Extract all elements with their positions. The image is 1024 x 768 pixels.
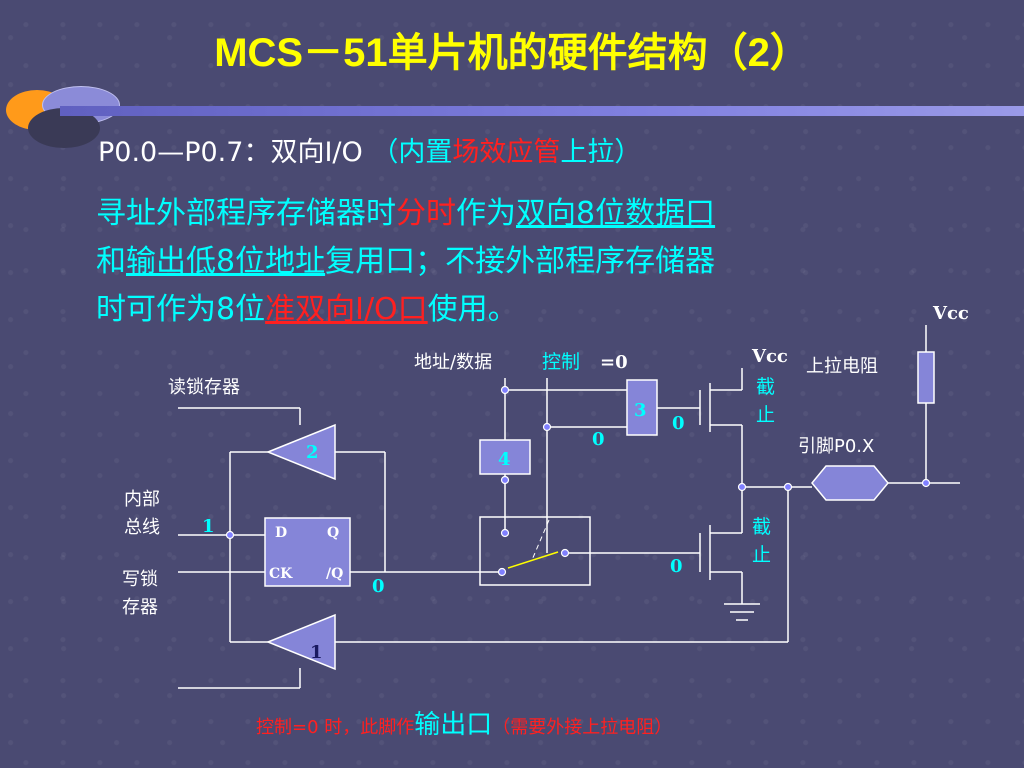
paragraph-line-1: 寻址外部程序存储器时分时作为双向8位数据口 — [96, 188, 715, 232]
label-control: 控制 — [542, 351, 580, 373]
label-cutoff-lower-a: 截 — [752, 516, 771, 538]
para-l1-data-port: 双向8位数据口 — [516, 196, 716, 231]
value-bus-one: 1 — [202, 516, 215, 537]
label-write-latch-b: 存器 — [122, 597, 158, 618]
mux-switch-arm — [507, 551, 559, 569]
label-pullup-resistor: 上拉电阻 — [806, 356, 878, 377]
label-buffer-2: 2 — [306, 442, 319, 463]
port-note-fet: 场效应管 — [452, 137, 561, 168]
footer-note-a: 控制=0 时，此脚作 — [256, 717, 415, 738]
footer-note: 控制=0 时，此脚作输出口（需要外接上拉电阻） — [256, 704, 672, 741]
label-internal-bus-a: 内部 — [124, 489, 160, 510]
label-cutoff-upper-a: 截 — [756, 376, 775, 398]
label-internal-bus-b: 总线 — [124, 517, 160, 538]
title-underline-bar — [60, 106, 1024, 116]
value-gate-zero: 0 — [592, 429, 605, 450]
pullup-resistor — [917, 351, 935, 404]
nand-gate-3 — [626, 379, 658, 436]
label-control-zero: =0 — [600, 352, 628, 373]
para-l1-a: 寻址外部程序存储器时 — [96, 196, 396, 231]
port-description-line: P0.0—P0.7：双向I/O （内置场效应管上拉） — [98, 130, 641, 169]
port-range: P0.0—P0.7：双向I/O — [98, 137, 363, 168]
d-latch-block — [264, 517, 351, 587]
ground-symbol — [724, 603, 760, 621]
label-vcc-top: Vcc — [751, 346, 788, 367]
label-latch-q: Q — [327, 525, 339, 541]
input-buffer-1 — [265, 613, 336, 671]
para-l3-quasi-io: 准双向I/O口 — [265, 292, 428, 327]
footer-output-port: 输出口 — [414, 710, 493, 740]
value-qbar-zero: 0 — [372, 576, 385, 597]
label-vcc-right: Vcc — [932, 303, 969, 324]
para-l3-a: 时可作为8位 — [96, 292, 266, 327]
para-l1-time-share: 分时 — [396, 196, 456, 231]
label-gate-4: 4 — [498, 449, 511, 470]
label-write-latch-a: 写锁 — [122, 569, 158, 590]
label-cutoff-lower-b: 止 — [752, 544, 771, 566]
label-cutoff-upper-b: 止 — [756, 404, 775, 426]
label-pin-p0x: 引脚P0.X — [798, 436, 874, 457]
label-buffer-1: 1 — [310, 642, 323, 663]
para-l2-a: 和 — [96, 244, 126, 279]
paragraph-line-3: 时可作为8位准双向I/O口使用。 — [96, 284, 518, 328]
para-l2-address: 输出低8位地址 — [126, 244, 326, 279]
label-gate-3: 3 — [634, 400, 647, 421]
value-lower-gate-zero: 0 — [670, 556, 683, 577]
label-address-data: 地址/数据 — [414, 352, 492, 373]
para-l3-c: 使用。 — [427, 292, 518, 327]
junction-dots — [225, 385, 931, 577]
label-latch-qbar: /Q — [326, 566, 343, 582]
para-l2-c: 复用口；不接外部程序存储器 — [325, 244, 716, 279]
footer-note-c: （需要外接上拉电阻） — [492, 717, 673, 738]
value-gate3-output-zero: 0 — [672, 413, 685, 434]
label-latch-ck: CK — [269, 566, 293, 582]
inverter-4 — [479, 439, 531, 475]
para-l1-c: 作为 — [456, 196, 516, 231]
port-note-open: （内置 — [371, 137, 453, 168]
label-read-latch: 读锁存器 — [168, 377, 240, 398]
read-buffer-2 — [265, 423, 336, 481]
port-note-close: 上拉） — [560, 137, 642, 168]
mux-control-link — [531, 519, 550, 561]
pin-p0x-symbol — [811, 465, 889, 501]
slide-title: MCS－51单片机的硬件结构（2） — [214, 31, 810, 75]
paragraph-line-2: 和输出低8位地址复用口；不接外部程序存储器 — [96, 236, 715, 280]
label-latch-d: D — [275, 525, 287, 541]
mux-switch-box — [479, 516, 591, 586]
